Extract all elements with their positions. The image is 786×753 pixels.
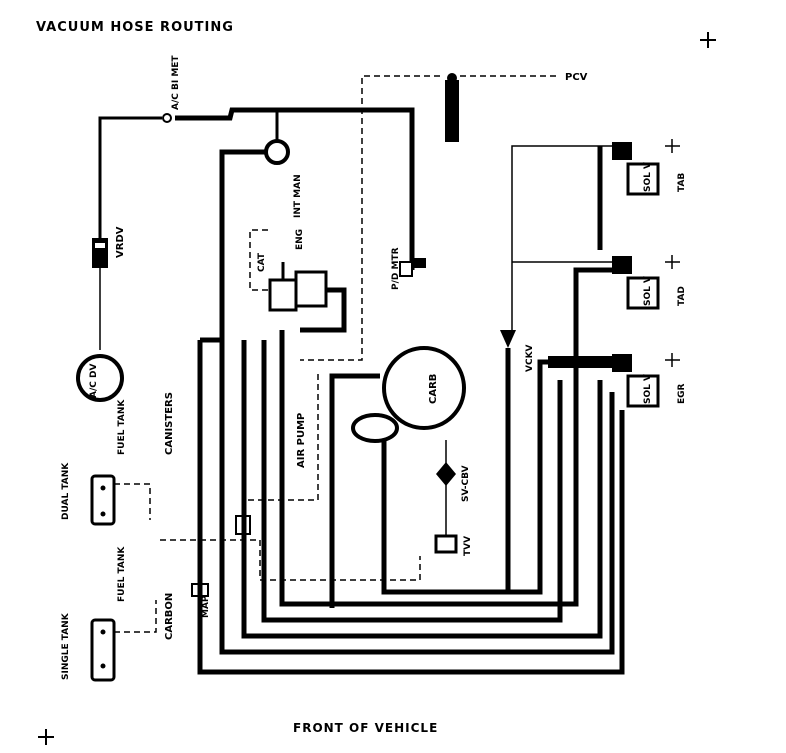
int-man-label: INT MAN — [293, 174, 303, 218]
single-tank-canister — [90, 618, 116, 682]
sol-v-tab — [612, 139, 680, 196]
evap-dashed-hose — [160, 539, 421, 581]
egr-label: EGR — [677, 383, 687, 404]
manifold-hose — [219, 149, 266, 340]
registration-mark-top — [700, 32, 716, 48]
dual-tank-canister — [90, 474, 116, 526]
tad-hose — [279, 267, 612, 607]
dual-tank-label: DUAL TANK — [61, 462, 71, 520]
carb-body — [351, 346, 466, 443]
outer-hose-3 — [261, 340, 563, 623]
pd-mtr-device — [399, 258, 426, 277]
air-pump-label: AIR PUMP — [296, 413, 307, 468]
thermactor-hose — [300, 287, 347, 333]
registration-mark-bottom — [38, 729, 54, 745]
sol-v-label-1: SOL V — [643, 162, 653, 192]
footer-label: FRONT OF VEHICLE — [293, 721, 439, 735]
tvv-label: TVV — [463, 536, 473, 556]
outer-hose-4 — [197, 340, 625, 675]
carbon-label: CARBON — [164, 593, 175, 640]
sol-v-egr — [612, 353, 680, 408]
carb-label: CARB — [428, 374, 439, 404]
fuel-tank-label-1: FUEL TANK — [117, 399, 127, 455]
map-label: MAP — [201, 595, 211, 618]
outer-hose-1 — [241, 340, 603, 639]
thermactor-valve — [268, 262, 328, 312]
tad-label: TAD — [677, 286, 687, 306]
vrdv-valve — [92, 238, 108, 268]
ac-bi-met-fitting — [162, 113, 172, 123]
outer-hose-2 — [219, 340, 615, 655]
sol-v-tad — [612, 255, 680, 310]
pd-mtr-label: P/D MTR — [391, 247, 401, 290]
dual-tank-hose — [114, 483, 151, 520]
vckv-valve — [500, 330, 516, 348]
ac-dv-device — [76, 354, 124, 402]
pcv-valve — [445, 73, 459, 142]
sol-v-label-2: SOL V — [643, 276, 653, 306]
eng-label: ENG — [295, 229, 305, 250]
sol-v-label-3: SOL V — [643, 374, 653, 404]
vckv-label: VCKV — [525, 344, 535, 372]
fuel-tank-label-2: FUEL TANK — [117, 546, 127, 602]
pcv-label: PCV — [565, 72, 588, 83]
diagram-title: VACUUM HOSE ROUTING — [36, 20, 234, 35]
egr-manifold-block — [548, 356, 612, 368]
tvv-valve — [434, 534, 458, 554]
single-tank-label: SINGLE TANK — [61, 612, 71, 680]
ac-dv-label: A/C DV — [89, 364, 99, 398]
cat-label: CAT — [257, 252, 267, 272]
tab-supply-line — [511, 145, 612, 330]
single-tank-hose — [114, 600, 157, 633]
tab-label: TAB — [677, 173, 687, 192]
sv-cbv-label: SV-CBV — [461, 465, 471, 502]
pcv-dashed-hose — [300, 75, 440, 361]
carb-hose — [329, 373, 380, 608]
ac-vacuum-line — [98, 107, 415, 350]
intake-manifold-port — [264, 110, 290, 165]
ac-bi-met-label: A/C BI MET — [171, 55, 181, 110]
vrdv-label: VRDV — [115, 226, 126, 258]
canisters-label: CANISTERS — [164, 392, 175, 455]
